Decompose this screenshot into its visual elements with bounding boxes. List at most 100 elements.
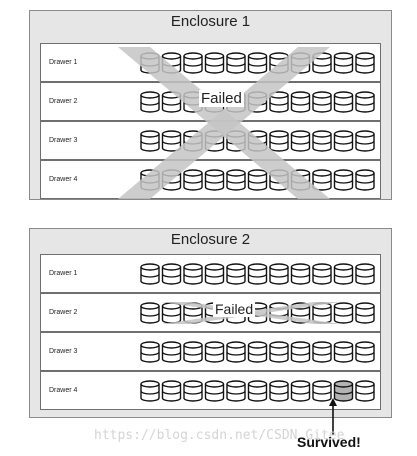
drawer-label: Drawer 3: [49, 348, 78, 355]
disk-icon: [247, 169, 268, 191]
disk-icon: [333, 169, 354, 191]
disk-icon: [269, 52, 289, 74]
survived-label: Survived!: [297, 434, 361, 450]
disk-icon: [290, 341, 311, 363]
disk-icon: [140, 302, 160, 324]
enclosure-1: Enclosure 1 Drawer 1 Drawer 2 Drawer 3 D…: [29, 10, 392, 200]
disk-icon: [312, 169, 332, 191]
disk-icon: [355, 130, 375, 152]
disk-row: [140, 380, 375, 402]
disk-icon: [183, 130, 203, 152]
disk-row: [140, 130, 375, 152]
enclosure-1-drawer-3: Drawer 3: [40, 121, 381, 160]
disk-icon: [355, 91, 375, 113]
disk-icon: [247, 341, 268, 363]
disk-icon: [161, 91, 182, 113]
disk-icon: [269, 91, 289, 113]
disk-icon: [161, 380, 182, 402]
enclosure-1-drawer-1: Drawer 1: [40, 43, 381, 82]
disk-icon: [355, 169, 375, 191]
disk-icon: [226, 341, 246, 363]
disk-icon: [140, 91, 160, 113]
disk-icon: [161, 130, 182, 152]
disk-row: [140, 341, 375, 363]
disk-icon: [269, 263, 289, 285]
disk-icon: [161, 341, 182, 363]
disk-icon: [290, 169, 311, 191]
disk-icon: [290, 52, 311, 74]
drawer-label: Drawer 1: [49, 59, 78, 66]
disk-icon: [247, 91, 268, 113]
disk-icon: [204, 52, 225, 74]
disk-icon: [269, 169, 289, 191]
disk-icon: [312, 302, 332, 324]
disk-row: [140, 169, 375, 191]
enclosure-2-drawer-2: Drawer 2 Failed: [40, 293, 381, 332]
drawer-label: Drawer 4: [49, 176, 78, 183]
disk-icon: [161, 169, 182, 191]
disk-icon: [204, 263, 225, 285]
disk-icon: [312, 263, 332, 285]
drawer-label: Drawer 2: [49, 98, 78, 105]
drawer-label: Drawer 3: [49, 137, 78, 144]
enclosure-2-title: Enclosure 2: [170, 231, 251, 248]
disk-icon: [290, 263, 311, 285]
watermark-text: https://blog.csdn.net/CSDN_Gitee: [94, 428, 345, 443]
disk-icon: [355, 263, 375, 285]
disk-icon: [333, 130, 354, 152]
disk-icon: [312, 341, 332, 363]
disk-icon: [333, 380, 354, 402]
enclosure-1-drawer-4: Drawer 4: [40, 160, 381, 199]
disk-icon: [140, 130, 160, 152]
enclosure-2: Enclosure 2 Drawer 1 Drawer 2 Failed Dra…: [29, 228, 392, 418]
disk-icon: [290, 380, 311, 402]
disk-icon: [247, 263, 268, 285]
disk-icon: [183, 263, 203, 285]
disk-row: [140, 52, 375, 74]
disk-icon: [226, 169, 246, 191]
disk-icon: [269, 130, 289, 152]
disk-icon: [333, 263, 354, 285]
disk-row: [140, 91, 375, 113]
enclosure-2-failed-label: Failed: [213, 301, 256, 317]
disk-icon: [355, 52, 375, 74]
drawer-label: Drawer 2: [49, 309, 78, 316]
disk-icon: [269, 380, 289, 402]
disk-icon: [290, 91, 311, 113]
disk-icon: [140, 380, 160, 402]
disk-icon: [204, 169, 225, 191]
enclosure-2-drawer-4: Drawer 4: [40, 371, 381, 410]
disk-icon: [140, 341, 160, 363]
disk-icon: [312, 52, 332, 74]
disk-icon: [183, 302, 203, 324]
disk-icon: [204, 130, 225, 152]
disk-icon: [183, 341, 203, 363]
disk-icon: [333, 341, 354, 363]
disk-icon: [226, 52, 246, 74]
disk-icon: [204, 380, 225, 402]
enclosure-2-drawer-3: Drawer 3: [40, 332, 381, 371]
disk-icon: [333, 302, 354, 324]
disk-icon: [247, 380, 268, 402]
enclosure-2-drawer-1: Drawer 1: [40, 254, 381, 293]
disk-row: [140, 302, 375, 324]
disk-icon: [269, 341, 289, 363]
disk-icon: [204, 341, 225, 363]
disk-row: [140, 263, 375, 285]
enclosure-1-failed-label: Failed: [199, 90, 244, 107]
disk-icon: [183, 380, 203, 402]
disk-icon: [312, 380, 332, 402]
disk-icon: [183, 52, 203, 74]
disk-icon: [355, 341, 375, 363]
disk-icon: [140, 169, 160, 191]
disk-icon: [312, 130, 332, 152]
disk-icon: [355, 302, 375, 324]
disk-icon: [290, 130, 311, 152]
disk-icon: [247, 52, 268, 74]
disk-icon: [290, 302, 311, 324]
disk-icon: [333, 52, 354, 74]
disk-icon: [247, 130, 268, 152]
disk-icon: [312, 91, 332, 113]
disk-icon: [333, 91, 354, 113]
disk-icon: [140, 52, 160, 74]
